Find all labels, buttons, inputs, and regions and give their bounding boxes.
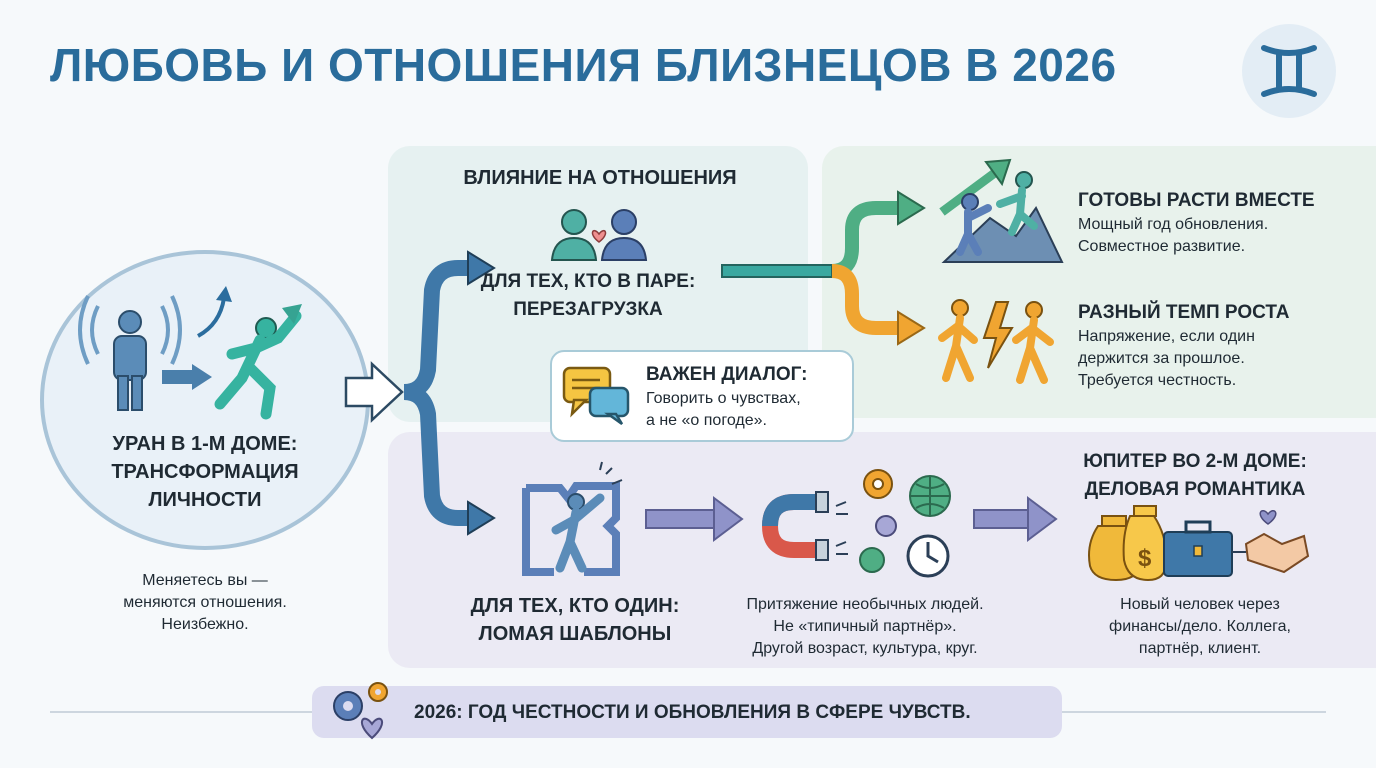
money-briefcase-handshake-icon: $	[1088, 505, 1310, 582]
attraction-line-2: Не «типичный партнёр».	[773, 618, 957, 635]
grow-line-1: Мощный год обновления.	[1078, 216, 1269, 233]
climbing-people-icon	[939, 158, 1064, 263]
uranus-note-2: меняются отношения.	[123, 594, 287, 611]
pace-line-3: Требуется честность.	[1078, 372, 1237, 389]
pace-heading: РАЗНЫЙ ТЕМП РОСТА	[1078, 302, 1290, 323]
influence-heading: ВЛИЯНИЕ НА ОТНОШЕНИЯ	[463, 167, 737, 189]
jupiter-line-3: партнёр, клиент.	[1138, 640, 1262, 657]
gears-heart-icon	[333, 682, 388, 740]
grow-heading: ГОТОВЫ РАСТИ ВМЕСТЕ	[1078, 190, 1315, 211]
uranus-heading-1: УРАН В 1-М ДОМЕ:	[112, 433, 298, 455]
svg-text:$: $	[1138, 545, 1152, 572]
single-heading-2: ЛОМАЯ ШАБЛОНЫ	[478, 623, 672, 645]
jupiter-line-2: финансы/дело. Коллега,	[1109, 618, 1291, 635]
outcomes-panel	[822, 146, 1376, 418]
uranus-note-3: Неизбежно.	[161, 616, 249, 633]
pace-line-2: держится за прошлое.	[1078, 350, 1245, 367]
transformation-icon	[78, 286, 302, 420]
jupiter-line-1: Новый человек через	[1120, 596, 1280, 613]
pair-heading-1: ДЛЯ ТЕХ, КТО В ПАРЕ:	[480, 271, 696, 292]
magnet-attraction-icon	[761, 469, 951, 578]
pair-heading-2: ПЕРЕЗАГРУЗКА	[513, 299, 663, 320]
breaking-frame-icon	[522, 461, 623, 576]
attraction-line-1: Притяжение необычных людей.	[746, 596, 984, 613]
attraction-line-3: Другой возраст, культура, круг.	[752, 640, 978, 657]
chat-icon	[562, 366, 630, 426]
couple-icon	[550, 209, 648, 261]
uranus-note-1: Меняетесь вы —	[142, 572, 268, 589]
jupiter-heading-1: ЮПИТЕР ВО 2-М ДОМЕ:	[1083, 451, 1307, 472]
uranus-heading-2: ТРАНСФОРМАЦИЯ	[111, 461, 299, 483]
pace-line-1: Напряжение, если один	[1078, 328, 1255, 345]
dialog-heading: ВАЖЕН ДИАЛОГ:	[646, 364, 808, 385]
grow-line-2: Совместное развитие.	[1078, 238, 1246, 255]
uranus-heading-3: ЛИЧНОСТИ	[148, 489, 262, 511]
jupiter-heading-2: ДЕЛОВАЯ РОМАНТИКА	[1084, 479, 1306, 500]
walking-people-lightning-icon	[938, 299, 1054, 384]
dialog-line-1: Говорить о чувствах,	[646, 390, 801, 407]
uranus-circle	[40, 250, 370, 550]
dialog-line-2: а не «о погоде».	[646, 412, 767, 429]
page-title: ЛЮБОВЬ И ОТНОШЕНИЯ БЛИЗНЕЦОВ В 2026	[50, 39, 1117, 91]
footer-text: 2026: ГОД ЧЕСТНОСТИ И ОБНОВЛЕНИЯ В СФЕРЕ…	[414, 702, 971, 723]
footer-banner	[312, 686, 1062, 738]
gemini-icon	[1242, 24, 1336, 118]
single-heading-1: ДЛЯ ТЕХ, КТО ОДИН:	[470, 595, 680, 617]
